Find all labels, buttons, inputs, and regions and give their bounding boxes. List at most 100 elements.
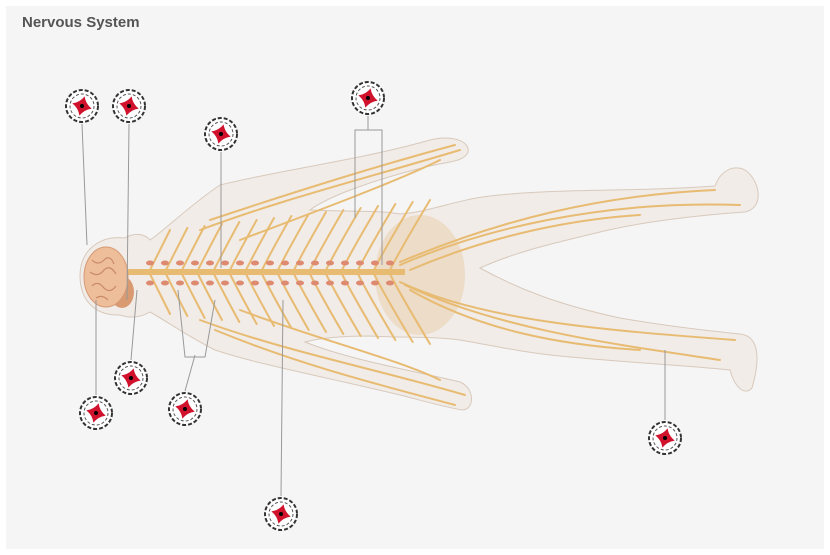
ganglion [251, 260, 259, 266]
panel-title: Nervous System [22, 14, 140, 31]
nerve [165, 273, 189, 317]
hotspot-inner-ring [83, 400, 109, 426]
hotspot-intercostal-nerves[interactable] [264, 497, 298, 531]
ganglion [371, 260, 379, 266]
hotspot-center-dot [127, 104, 131, 108]
nerve [357, 273, 397, 341]
ganglion [266, 280, 274, 286]
hotspot-inner-ring [69, 93, 95, 119]
nerve [341, 273, 379, 339]
hotspot-cerebellum[interactable] [114, 361, 148, 395]
ganglion [251, 280, 259, 286]
hotspot-ganglia[interactable] [168, 392, 202, 426]
nerve [277, 213, 310, 271]
nerve [181, 273, 206, 319]
nerve [341, 205, 379, 271]
ganglion [176, 280, 184, 286]
leader-lines [81, 116, 666, 497]
nerve [213, 221, 241, 271]
hotspot-center-dot [129, 376, 133, 380]
brain-folds [89, 257, 117, 301]
nerve [325, 207, 362, 271]
hotspot-center-dot [279, 512, 283, 516]
nerve [309, 209, 345, 271]
nerve [293, 273, 327, 333]
hotspot-center-dot [80, 104, 84, 108]
hotspot-inner-ring [118, 365, 144, 391]
ganglion [146, 260, 154, 266]
ganglion [236, 260, 244, 266]
nerve [399, 189, 716, 263]
hotspot-center-dot [663, 436, 667, 440]
nerve [404, 284, 721, 361]
leader-line [81, 123, 88, 246]
nerve-network [149, 144, 741, 406]
nerve [399, 281, 736, 341]
nerve [149, 229, 171, 271]
nerve [409, 289, 641, 351]
nerve [165, 227, 189, 271]
hotspot-center-dot [183, 407, 187, 411]
leader-line [184, 354, 196, 392]
leader-line [280, 299, 284, 497]
nerve [409, 214, 641, 271]
nerve [197, 273, 223, 321]
hotspot-arm-nerves[interactable] [351, 81, 385, 115]
nerve [229, 273, 258, 325]
ganglion [191, 280, 199, 286]
nerve [293, 211, 327, 271]
hotspot-inner-ring [652, 425, 678, 451]
hotspot-inner-ring [116, 93, 142, 119]
ganglion [161, 280, 169, 286]
hotspot-spinal-cord[interactable] [204, 117, 238, 151]
nerve [309, 273, 345, 335]
ganglion [341, 280, 349, 286]
nerve [389, 273, 431, 345]
ganglion [326, 260, 334, 266]
nerve [213, 273, 241, 323]
hotspot-center-dot [94, 411, 98, 415]
ganglion [296, 260, 304, 266]
nerve [239, 309, 441, 381]
ganglion [356, 260, 364, 266]
ganglion [386, 280, 394, 286]
ganglion [311, 280, 319, 286]
hotspot-center-dot [366, 96, 370, 100]
ganglion [266, 260, 274, 266]
ganglion [206, 280, 214, 286]
hotspot-center-dot [219, 132, 223, 136]
hotspot-head[interactable] [79, 396, 113, 430]
hotspot-sciatic-nerve[interactable] [648, 421, 682, 455]
hotspot-inner-ring [208, 121, 234, 147]
ganglion [371, 280, 379, 286]
hotspot-inner-ring [268, 501, 294, 527]
nerve [209, 144, 456, 221]
nerve [229, 219, 258, 271]
nerve [325, 273, 362, 337]
leader-line [130, 289, 138, 361]
ganglion [191, 260, 199, 266]
nerve [399, 203, 741, 266]
nerve [214, 329, 456, 406]
ganglion [386, 260, 394, 266]
nerve [373, 273, 414, 343]
ganglion [221, 260, 229, 266]
hotspot-cerebrum[interactable] [112, 89, 146, 123]
ganglion [326, 280, 334, 286]
hotspot-brain[interactable] [65, 89, 99, 123]
leader-line [126, 123, 130, 301]
ganglion [281, 280, 289, 286]
nerve [261, 273, 293, 329]
ganglion [206, 260, 214, 266]
ganglion [236, 280, 244, 286]
nerve [199, 319, 466, 396]
ganglion [281, 260, 289, 266]
nerve [149, 273, 171, 315]
nerve [199, 149, 461, 231]
nerve [277, 273, 310, 331]
ganglion [221, 280, 229, 286]
nerve [197, 223, 223, 271]
nerve [357, 203, 397, 271]
